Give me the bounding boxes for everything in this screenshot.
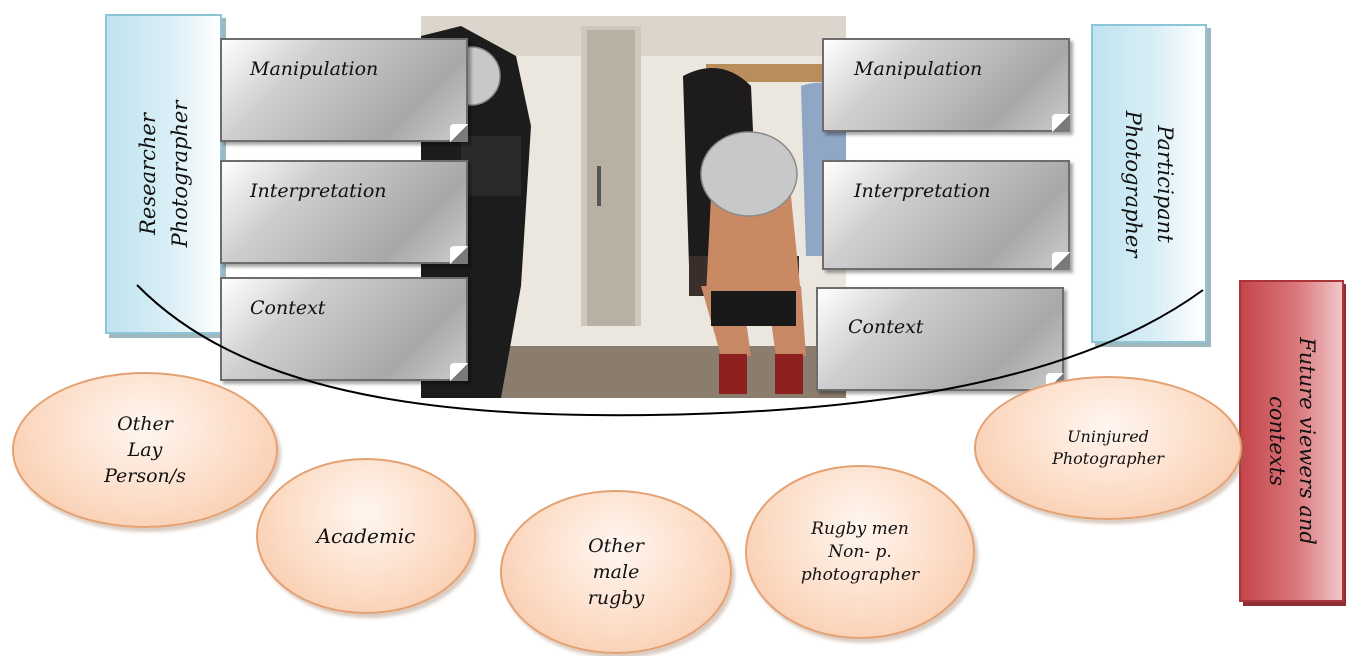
note-label: Interpretation xyxy=(854,180,991,202)
page-curl xyxy=(450,124,468,142)
left-note-manipulation: Manipulation xyxy=(220,38,468,142)
note-label: Manipulation xyxy=(854,58,983,80)
left-note-interpretation: Interpretation xyxy=(220,160,468,264)
right-note-context: Context xyxy=(816,287,1064,391)
note-label: Context xyxy=(848,316,924,338)
locker-room-photo xyxy=(421,16,846,398)
audience-uninjured-photographer: Uninjured Photographer xyxy=(974,376,1242,520)
note-label: Manipulation xyxy=(250,58,379,80)
right-note-interpretation: Interpretation xyxy=(822,160,1070,270)
researcher-photographer-box: Researcher Photographer xyxy=(105,14,222,334)
audience-academic: Academic xyxy=(256,458,476,614)
page-curl xyxy=(450,246,468,264)
audience-rugby-men-non-p-photographer: Rugby men Non- p. photographer xyxy=(745,465,975,639)
note-label: Interpretation xyxy=(250,180,387,202)
audience-other-male-rugby: Other male rugby xyxy=(500,490,732,654)
photo-illustration xyxy=(421,16,846,398)
page-curl xyxy=(450,363,468,381)
note-label: Context xyxy=(250,297,326,319)
audience-other-lay-persons: Other Lay Person/s xyxy=(12,372,278,528)
page-curl xyxy=(1052,252,1070,270)
participant-photographer-box: Participant Photographer xyxy=(1091,24,1207,343)
page-curl xyxy=(1052,114,1070,132)
right-note-manipulation: Manipulation xyxy=(822,38,1070,132)
